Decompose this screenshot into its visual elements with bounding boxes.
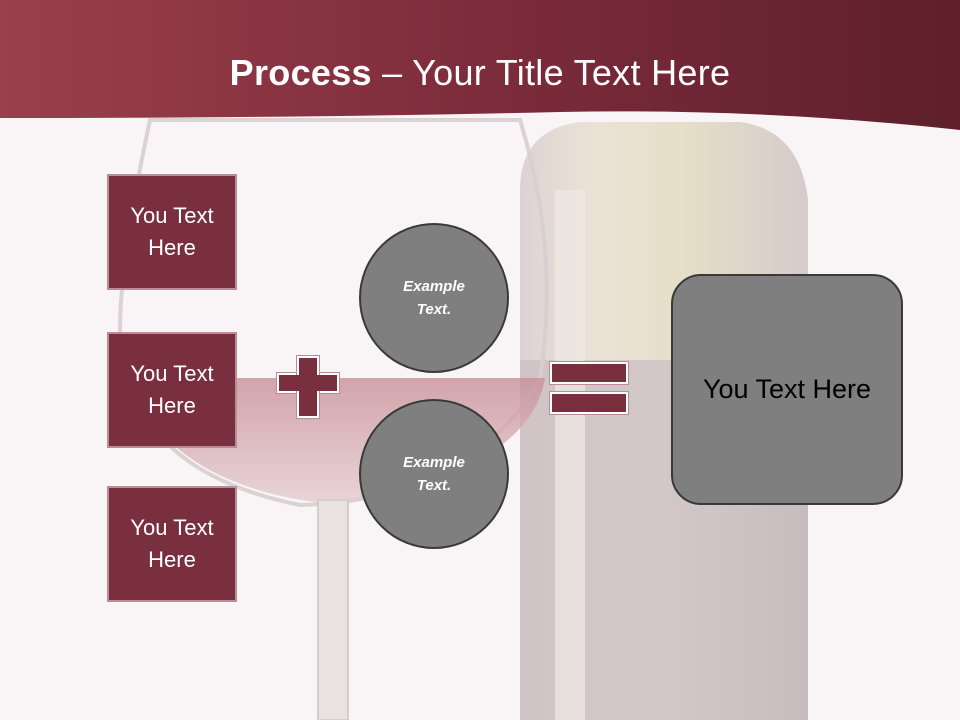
example-circle-1: Example Text. (359, 223, 509, 373)
input-box-label: You Text Here (130, 361, 214, 418)
input-box-label: You Text Here (130, 203, 214, 260)
input-box-2: You Text Here (107, 332, 237, 448)
result-label: You Text Here (702, 374, 872, 404)
example-circle-2: Example Text. (359, 399, 509, 549)
input-box-1: You Text Here (107, 174, 237, 290)
circle-label: Example Text. (403, 454, 465, 494)
circle-label: Example Text. (403, 278, 465, 318)
header-band (0, 0, 960, 130)
page-title: Process – Your Title Text Here (0, 52, 960, 94)
title-rest: – Your Title Text Here (371, 52, 731, 93)
input-box-label: You Text Here (130, 515, 214, 572)
title-bold: Process (229, 52, 372, 93)
result-box: You Text Here (671, 274, 903, 505)
input-box-3: You Text Here (107, 486, 237, 602)
